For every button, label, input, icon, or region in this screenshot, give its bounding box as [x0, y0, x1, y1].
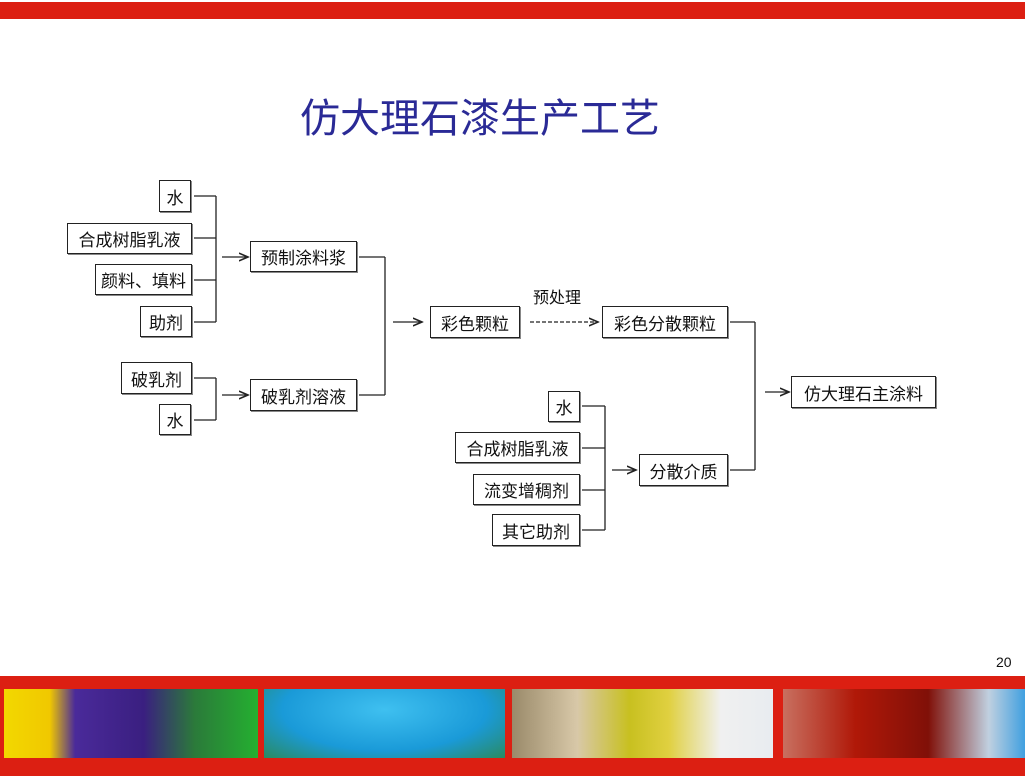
node-water-1: 水 [159, 180, 191, 212]
node-thickener: 流变增稠剂 [473, 474, 580, 505]
page-number: 20 [996, 654, 1012, 670]
node-pigment-filler: 颜料、填料 [95, 264, 192, 295]
node-resin-emulsion-2: 合成树脂乳液 [455, 432, 580, 463]
pretreatment-label: 预处理 [533, 288, 582, 307]
node-final-coating: 仿大理石主涂料 [791, 376, 936, 408]
node-water-3: 水 [548, 391, 580, 422]
node-demulsifier-solution: 破乳剂溶液 [250, 379, 357, 411]
page-title: 仿大理石漆生产工艺 [300, 96, 660, 142]
photo-blue-flask [264, 689, 505, 758]
node-resin-emulsion-1: 合成树脂乳液 [67, 223, 192, 254]
node-demulsifier: 破乳剂 [121, 362, 192, 394]
node-color-particles: 彩色颗粒 [430, 306, 520, 338]
node-color-dispersed-particles: 彩色分散颗粒 [602, 306, 728, 338]
node-premix-slurry: 预制涂料浆 [250, 241, 357, 272]
node-water-2: 水 [159, 404, 191, 435]
photo-oil-pour [512, 689, 773, 758]
node-other-additives: 其它助剂 [492, 514, 580, 546]
photo-red-beaker [783, 689, 1025, 758]
top-red-bar [0, 2, 1025, 19]
node-additive-1: 助剂 [140, 306, 192, 337]
photo-graduated-cylinder [4, 689, 258, 758]
node-dispersion-medium: 分散介质 [639, 454, 728, 486]
